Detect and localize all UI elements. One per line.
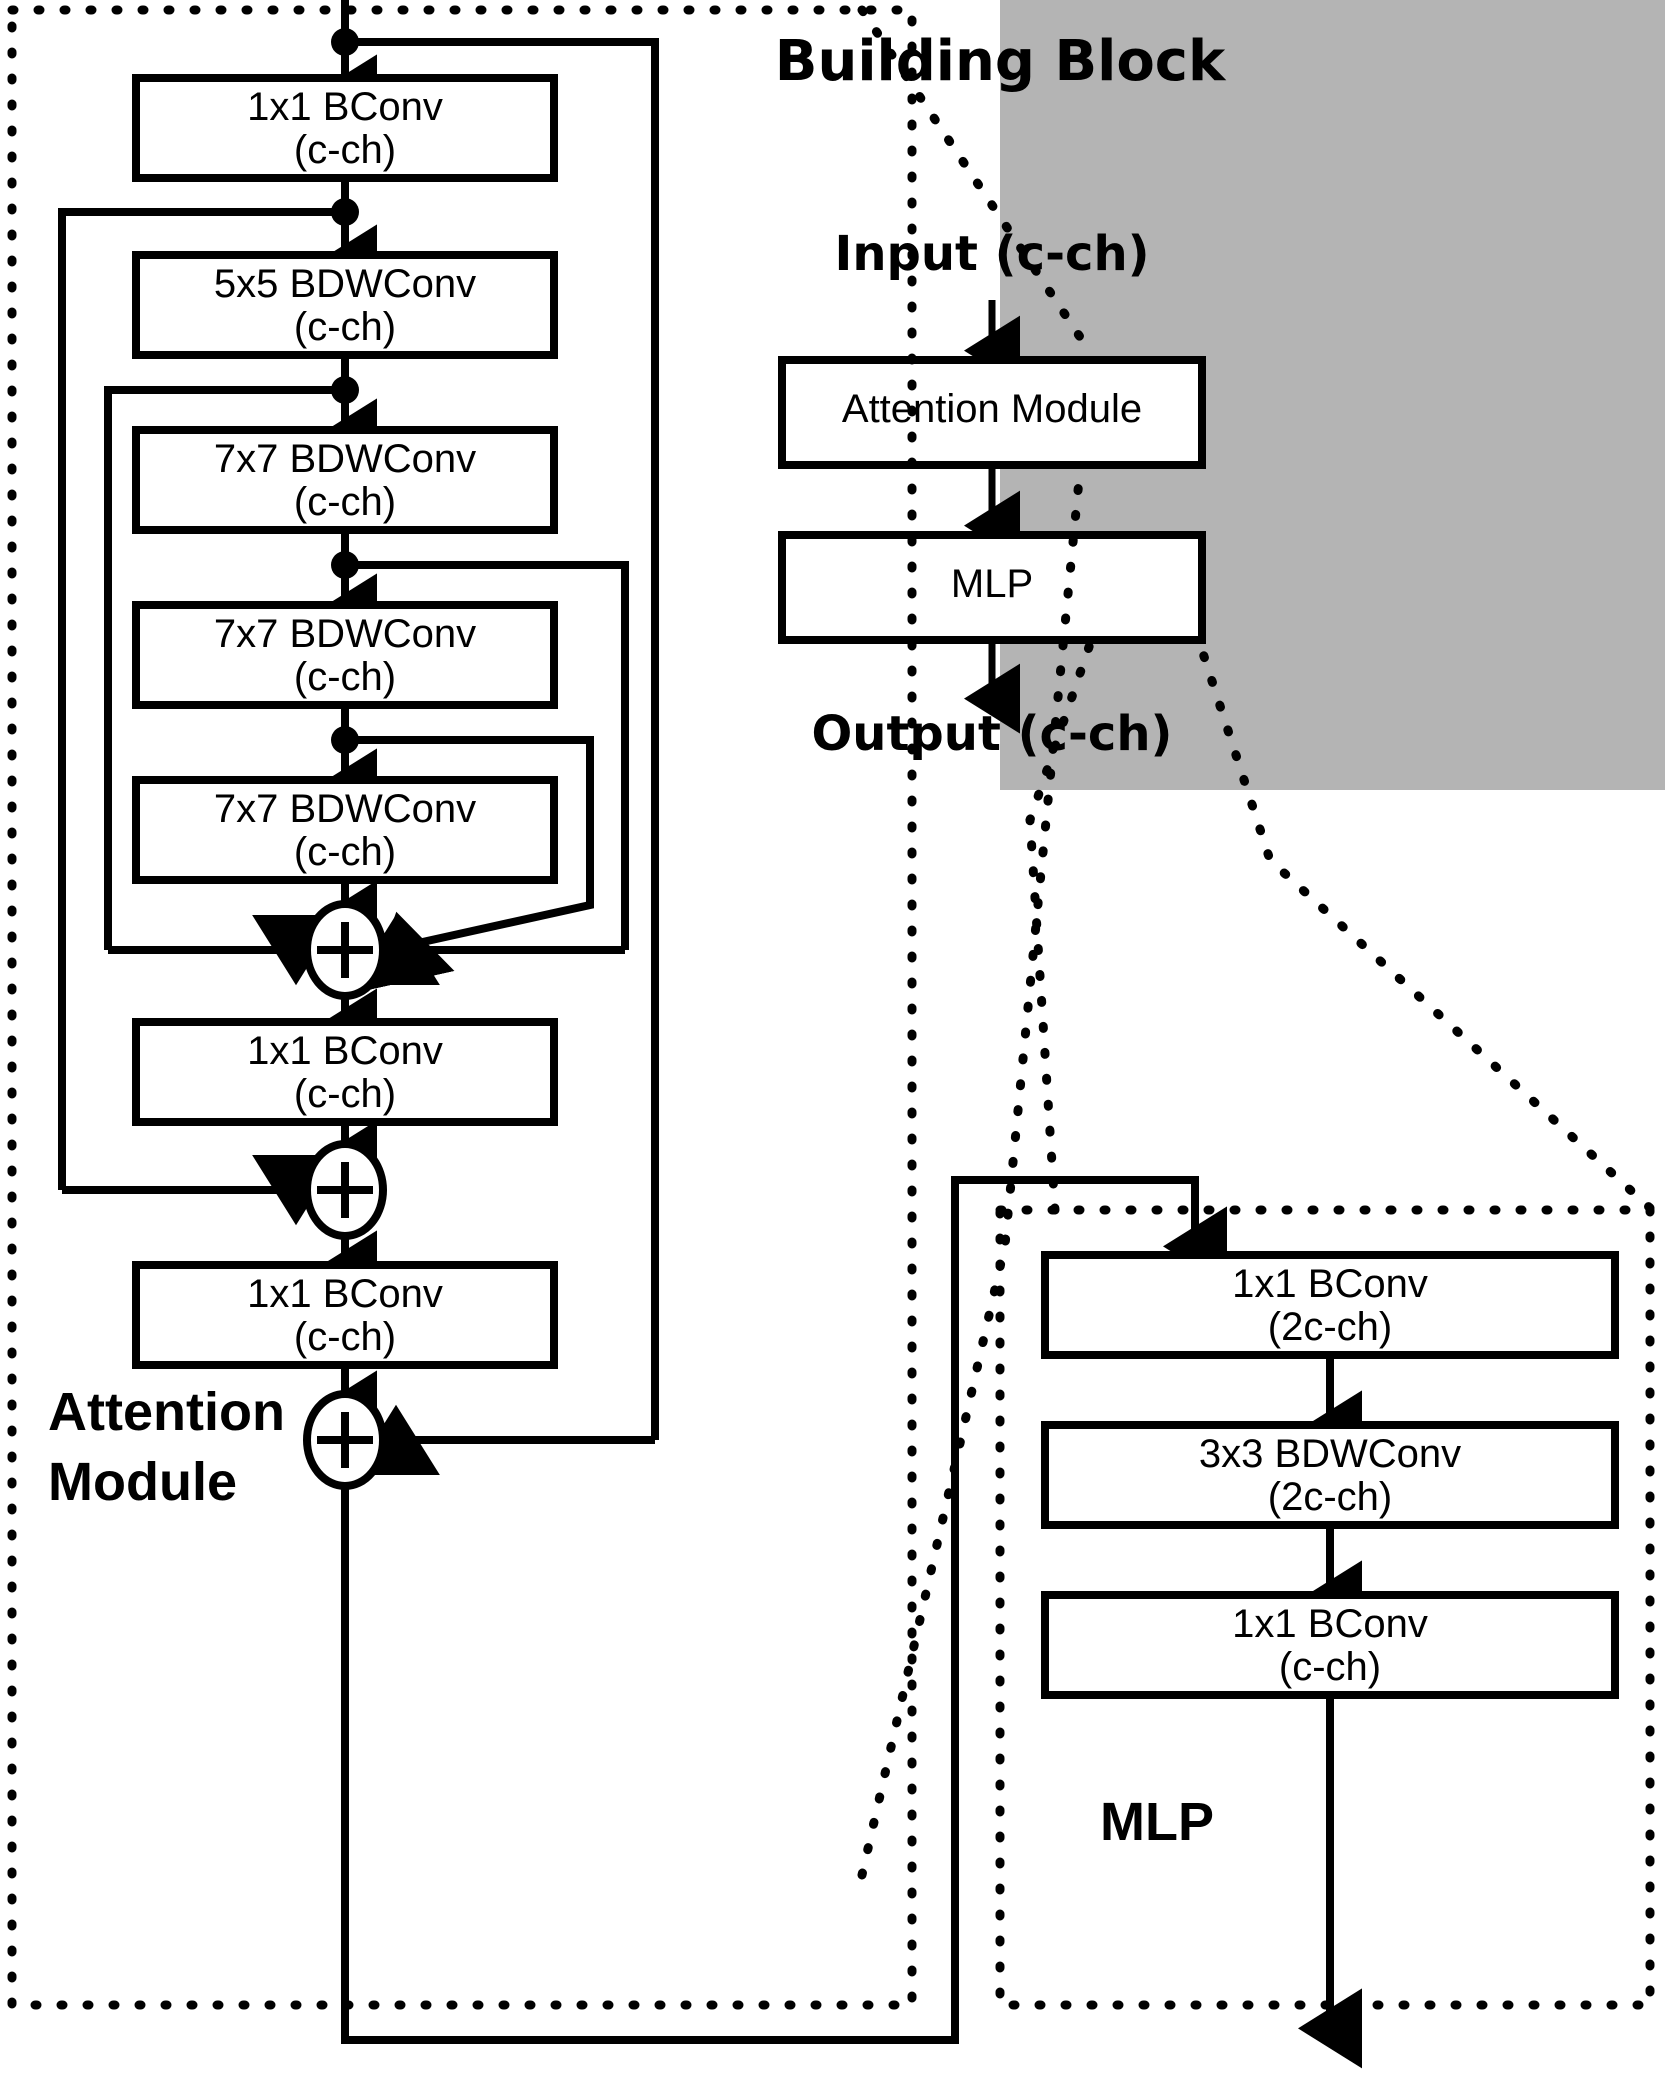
am-block-1-line2: (c-ch) [294, 128, 396, 172]
am-block-1 [132, 74, 558, 182]
am-block-4 [132, 601, 558, 709]
am-block-2-line2: (c-ch) [294, 305, 396, 349]
am-block-7-line2: (c-ch) [294, 1315, 396, 1359]
am-output-to-mlp [341, 1176, 1227, 2044]
am-block-3-line2: (c-ch) [294, 480, 396, 524]
am-block-4-line2: (c-ch) [294, 655, 396, 699]
bb-attention-module-box [778, 356, 1206, 469]
am-block-6-line1: 1x1 BConv [247, 1029, 443, 1073]
am-block-3 [132, 426, 558, 534]
am-skip-4-to-sum1 [345, 736, 594, 991]
building-block-input-label: Input (c-ch) [834, 226, 1149, 282]
bb-mlp-label: MLP [951, 562, 1033, 606]
am-block-1-line1: 1x1 BConv [247, 85, 443, 129]
mlp-block-1-line1: 1x1 BConv [1232, 1262, 1428, 1306]
am-skip-3-to-sum1 [345, 561, 629, 950]
am-block-2 [132, 251, 558, 359]
am-block-3-line1: 7x7 BDWConv [214, 437, 476, 481]
building-block-output-label: Output (c-ch) [812, 706, 1173, 762]
callout-attention-lower [857, 465, 1085, 1880]
am-block-7-line1: 1x1 BConv [247, 1272, 443, 1316]
am-block-6-line2: (c-ch) [294, 1072, 396, 1116]
mlp-block-3-line1: 1x1 BConv [1232, 1602, 1428, 1646]
mlp-block-3-line2: (c-ch) [1279, 1645, 1381, 1689]
mlp-block-2-line2: (2c-ch) [1268, 1475, 1392, 1519]
mlp-group-label: MLP [1100, 1792, 1214, 1852]
attention-module-label-line2: Module [48, 1452, 237, 1512]
mlp-block-2-line1: 3x3 BDWConv [1199, 1432, 1461, 1476]
callout-attention-upper [857, 5, 1095, 357]
am-block-2-line1: 5x5 BDWConv [214, 262, 476, 306]
mlp-block-1 [1041, 1251, 1619, 1359]
am-skip-2-to-sum1 [104, 386, 345, 950]
building-block-title: Building Block [775, 29, 1227, 94]
attention-module-boundary [7, 5, 917, 2010]
attention-module-label-line1: Attention [48, 1382, 285, 1442]
mlp-block-3 [1041, 1591, 1619, 1699]
am-block-5-line2: (c-ch) [294, 830, 396, 874]
am-skip-input-to-sum3 [345, 38, 659, 1440]
am-block-4-line1: 7x7 BDWConv [214, 612, 476, 656]
am-skip-1-to-sum2 [58, 208, 345, 1190]
bb-attention-module-label: Attention Module [842, 387, 1142, 431]
mlp-block-1-line2: (2c-ch) [1268, 1305, 1392, 1349]
callout-mlp-upper [1025, 639, 1095, 1215]
am-block-6 [132, 1018, 558, 1126]
am-block-5-line1: 7x7 BDWConv [214, 787, 476, 831]
